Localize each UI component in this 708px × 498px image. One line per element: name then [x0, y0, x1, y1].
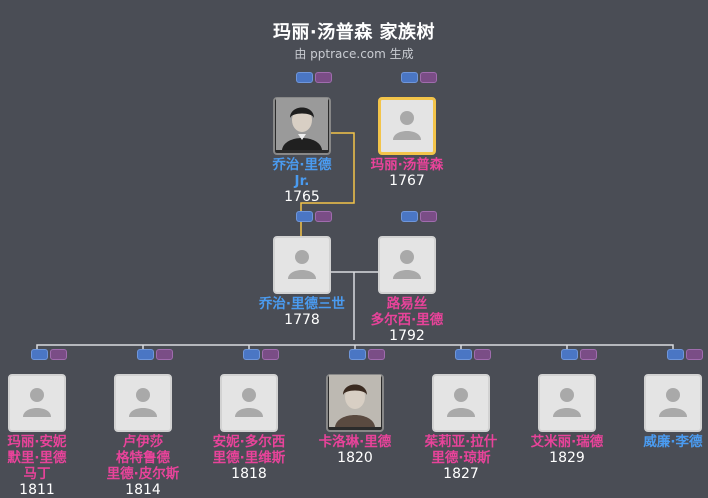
person-avatar-icon — [389, 106, 425, 146]
person-avatar-icon — [284, 245, 320, 285]
person-avatar-icon — [443, 383, 479, 423]
add-mother-button[interactable] — [420, 72, 437, 83]
person-birth-year: 1811 — [19, 482, 55, 498]
person-avatar-icon — [389, 245, 425, 285]
person-controls — [296, 211, 332, 222]
person-controls — [31, 349, 67, 360]
person-birth-year: 1814 — [125, 482, 161, 498]
person-name: 艾米丽·瑞德 — [530, 434, 604, 450]
portrait-photo-icon — [276, 98, 328, 154]
add-mother-button[interactable] — [368, 349, 385, 360]
person-name: 多尔西·里德 — [370, 312, 444, 328]
add-father-button[interactable] — [455, 349, 472, 360]
page-title: 玛丽·汤普森 家族树 — [272, 22, 436, 43]
person-name: 茱莉亚·拉什 — [424, 434, 498, 450]
person-controls — [137, 349, 173, 360]
add-mother-button[interactable] — [50, 349, 67, 360]
person-name: 路易丝 — [386, 296, 428, 312]
person-birth-year: 1818 — [231, 466, 267, 482]
add-father-button[interactable] — [401, 72, 418, 83]
person-label: 威廉·李德 — [618, 434, 708, 450]
add-father-button[interactable] — [401, 211, 418, 222]
add-mother-button[interactable] — [580, 349, 597, 360]
person-name: 威廉·李德 — [643, 434, 703, 450]
person-avatar-icon — [655, 383, 691, 423]
add-mother-button[interactable] — [686, 349, 703, 360]
person-card[interactable] — [432, 374, 490, 432]
person-card[interactable] — [114, 374, 172, 432]
person-name: 玛丽·安妮 — [7, 434, 67, 450]
person-card[interactable] — [378, 236, 436, 294]
person-card[interactable] — [538, 374, 596, 432]
person-name: 马丁 — [23, 466, 51, 482]
person-card[interactable] — [644, 374, 702, 432]
person-name: 乔治·里德 — [272, 157, 332, 173]
add-mother-button[interactable] — [262, 349, 279, 360]
person-name: 玛丽·汤普森 — [370, 157, 444, 173]
person-name: 默里·里德 — [7, 450, 67, 466]
person-birth-year: 1765 — [284, 189, 320, 205]
person-controls — [401, 72, 437, 83]
person-name: 里德·里维斯 — [212, 450, 286, 466]
person-controls — [561, 349, 597, 360]
person-name: Jr. — [294, 173, 310, 189]
add-father-button[interactable] — [137, 349, 154, 360]
person-birth-year: 1792 — [389, 328, 425, 344]
add-mother-button[interactable] — [156, 349, 173, 360]
add-father-button[interactable] — [296, 211, 313, 222]
person-controls — [349, 349, 385, 360]
person-controls — [296, 72, 332, 83]
page-subtitle: 由 pptrace.com 生成 — [294, 47, 414, 61]
person-name: 格特鲁德 — [116, 450, 170, 466]
person-card[interactable] — [8, 374, 66, 432]
person-birth-year: 1829 — [549, 450, 585, 466]
person-name: 卢伊莎 — [122, 434, 164, 450]
person-birth-year: 1767 — [389, 173, 425, 189]
person-name: 乔治·里德三世 — [258, 296, 346, 312]
add-father-button[interactable] — [561, 349, 578, 360]
add-mother-button[interactable] — [315, 72, 332, 83]
person-card[interactable] — [273, 236, 331, 294]
person-avatar-icon — [125, 383, 161, 423]
person-birth-year: 1820 — [337, 450, 373, 466]
add-mother-button[interactable] — [474, 349, 491, 360]
person-card[interactable] — [326, 374, 384, 432]
person-card[interactable] — [378, 97, 436, 155]
person-controls — [401, 211, 437, 222]
person-birth-year: 1827 — [443, 466, 479, 482]
add-father-button[interactable] — [31, 349, 48, 360]
person-name: 安妮·多尔西 — [212, 434, 286, 450]
add-father-button[interactable] — [667, 349, 684, 360]
add-father-button[interactable] — [243, 349, 260, 360]
person-card[interactable] — [273, 97, 331, 155]
portrait-photo-icon — [329, 375, 381, 431]
add-father-button[interactable] — [349, 349, 366, 360]
person-name: 里德·皮尔斯 — [106, 466, 180, 482]
add-mother-button[interactable] — [315, 211, 332, 222]
person-controls — [243, 349, 279, 360]
person-card[interactable] — [220, 374, 278, 432]
person-avatar-icon — [231, 383, 267, 423]
person-birth-year: 1778 — [284, 312, 320, 328]
person-controls — [455, 349, 491, 360]
person-name: 里德·琼斯 — [431, 450, 491, 466]
add-mother-button[interactable] — [420, 211, 437, 222]
add-father-button[interactable] — [296, 72, 313, 83]
person-avatar-icon — [549, 383, 585, 423]
person-avatar-icon — [19, 383, 55, 423]
person-controls — [667, 349, 703, 360]
person-name: 卡洛琳·里德 — [318, 434, 392, 450]
